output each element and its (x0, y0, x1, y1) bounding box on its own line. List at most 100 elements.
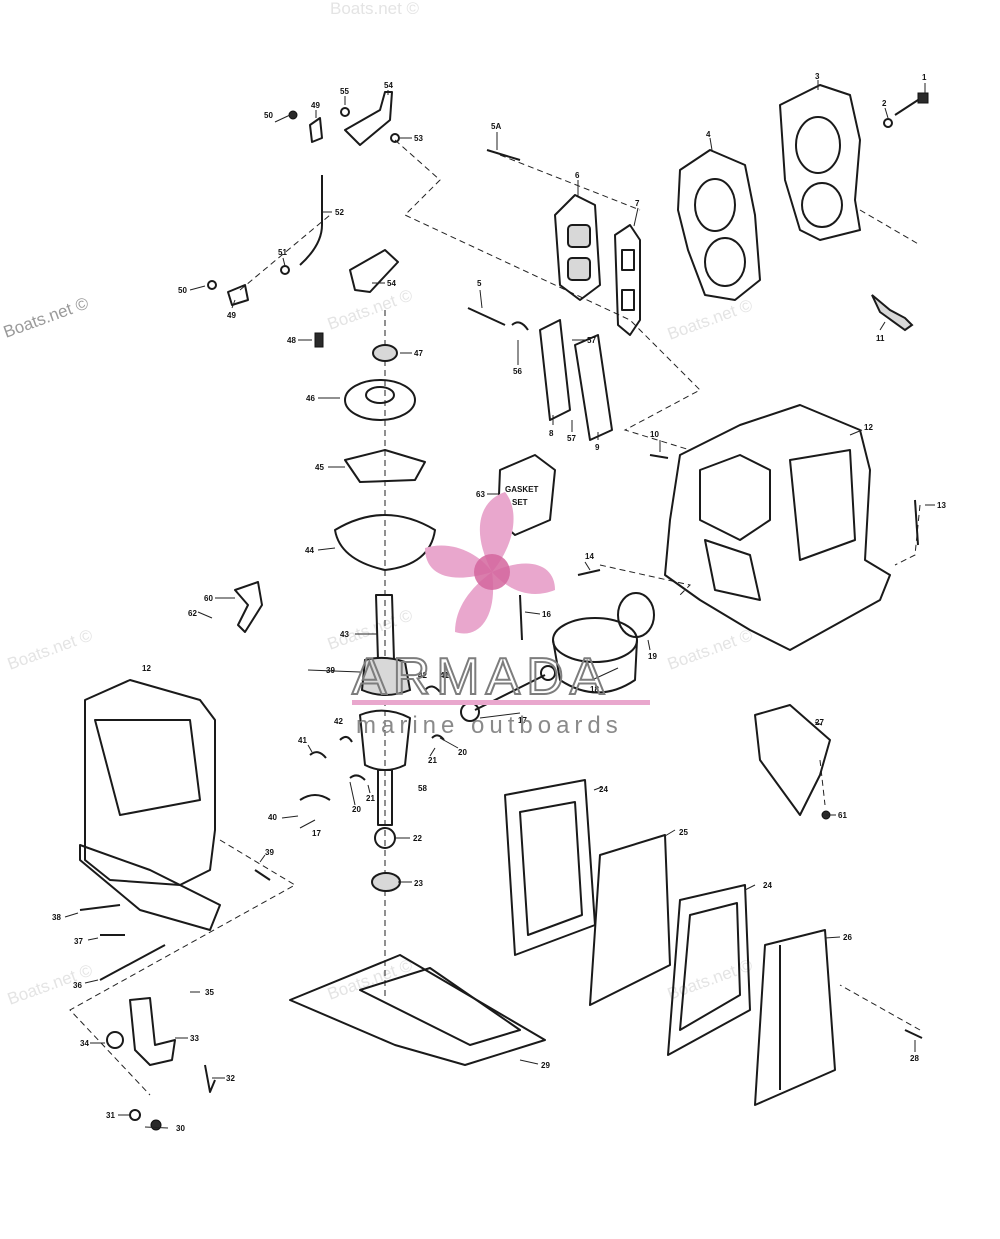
lever-assembly (79, 904, 216, 1131)
callout-5a: 5A (491, 122, 501, 131)
callout-49-top: 49 (311, 101, 320, 110)
callout-62: 62 (188, 609, 197, 618)
cover-27 (754, 704, 831, 816)
brand-name: ARMADA (352, 648, 610, 706)
callout-39-center: 39 (326, 666, 335, 675)
reed-plate-9 (574, 334, 613, 441)
callout-20-right: 20 (458, 748, 467, 757)
callout-29: 29 (541, 1061, 550, 1070)
watermark-bottom-right: Boats.net © (665, 955, 756, 1003)
callout-30: 30 (176, 1124, 185, 1133)
callout-12-crankcase: 12 (142, 664, 151, 673)
callout-7: 7 (635, 199, 640, 208)
callout-10: 10 (650, 430, 659, 439)
callout-41-right: 41 (440, 671, 449, 680)
callout-18: 18 (590, 685, 599, 694)
assembly-lines (69, 139, 921, 1096)
callout-37: 37 (74, 937, 83, 946)
callout-1: 1 (922, 73, 927, 82)
callout-16: 16 (542, 610, 551, 619)
callout-32: 32 (226, 1074, 235, 1083)
callout-21-right: 21 (428, 756, 437, 765)
screw-5 (467, 307, 506, 326)
bolt-13 (914, 499, 919, 546)
throttle-linkage (207, 91, 400, 306)
callout-42-left: 42 (334, 717, 343, 726)
spark-plug (871, 294, 914, 332)
callout-11: 11 (876, 334, 885, 343)
callout-14: 14 (585, 552, 594, 561)
gasket-box-label-2: SET (512, 498, 528, 507)
callout-24-b: 24 (763, 881, 772, 890)
head-gasket (677, 149, 761, 301)
brand-underline (352, 700, 650, 705)
callout-5: 5 (477, 279, 482, 288)
callout-20-left: 20 (352, 805, 361, 814)
pin-14 (577, 569, 601, 576)
callout-31: 31 (106, 1111, 115, 1120)
callout-17-left: 17 (312, 829, 321, 838)
dowel-39 (254, 869, 271, 881)
brand-tagline: marine outboards (356, 712, 623, 739)
callout-25: 25 (679, 828, 688, 837)
wrist-pin (519, 594, 523, 641)
watermark-center: Boats.net © (325, 605, 416, 653)
callout-63: 63 (476, 490, 485, 499)
callout-43: 43 (340, 630, 349, 639)
reed-plate-8 (539, 319, 571, 421)
callout-61: 61 (838, 811, 847, 820)
callout-6: 6 (575, 171, 580, 180)
bolt-28 (904, 1029, 923, 1039)
cover-panel-26 (754, 929, 836, 1106)
dowel-10 (649, 454, 669, 459)
callout-51: 51 (278, 248, 287, 257)
bearing-halves (299, 685, 445, 801)
callout-49-bottom: 49 (227, 311, 236, 320)
crankcase-lower (79, 679, 221, 931)
callout-4: 4 (706, 130, 711, 139)
gasket-panel-24b (667, 884, 751, 1056)
propeller-icon (425, 492, 555, 634)
callout-27: 27 (815, 718, 824, 727)
callout-54-top: 54 (384, 81, 393, 90)
callout-52: 52 (335, 208, 344, 217)
armada-logo: ARMADA marine outboards (351, 492, 650, 739)
callout-28: 28 (910, 1054, 919, 1063)
callout-55: 55 (340, 87, 349, 96)
callout-40: 40 (268, 813, 277, 822)
callout-58: 58 (418, 784, 427, 793)
watermark-top: Boats.net © (330, 0, 420, 18)
watermark-site-label: Boats.net © (1, 293, 92, 341)
callout-46: 46 (306, 394, 315, 403)
callout-44: 44 (305, 546, 314, 555)
callout-8: 8 (549, 429, 554, 438)
callout-57-top: 57 (587, 336, 596, 345)
callout-labels: 1 2 3 4 5 5A 6 7 8 9 10 11 12 12 13 14 1… (52, 72, 946, 1133)
watermark-left: Boats.net © (5, 625, 96, 673)
exhaust-gasket (614, 224, 641, 336)
callout-60: 60 (204, 594, 213, 603)
callout-12-block: 12 (864, 423, 873, 432)
watermark-bottom-left: Boats.net © (5, 960, 96, 1008)
callout-33: 33 (190, 1034, 199, 1043)
callout-39-left: 39 (265, 848, 274, 857)
callout-38: 38 (52, 913, 61, 922)
callout-54-bottom: 54 (387, 279, 396, 288)
callout-22: 22 (413, 834, 422, 843)
callout-3: 3 (815, 72, 820, 81)
callout-35: 35 (205, 988, 214, 997)
callout-45: 45 (315, 463, 324, 472)
callout-21-left: 21 (366, 794, 375, 803)
callout-24-a: 24 (599, 785, 608, 794)
callout-48: 48 (287, 336, 296, 345)
callout-19: 19 (648, 652, 657, 661)
callout-50-bottom: 50 (178, 286, 187, 295)
piston-ring (617, 592, 655, 638)
callout-47: 47 (414, 349, 423, 358)
crankshaft-stack (314, 332, 436, 892)
clip-56 (511, 321, 529, 331)
screw-5a (486, 149, 521, 161)
cover-panel-25 (589, 834, 671, 1006)
callout-23: 23 (414, 879, 423, 888)
